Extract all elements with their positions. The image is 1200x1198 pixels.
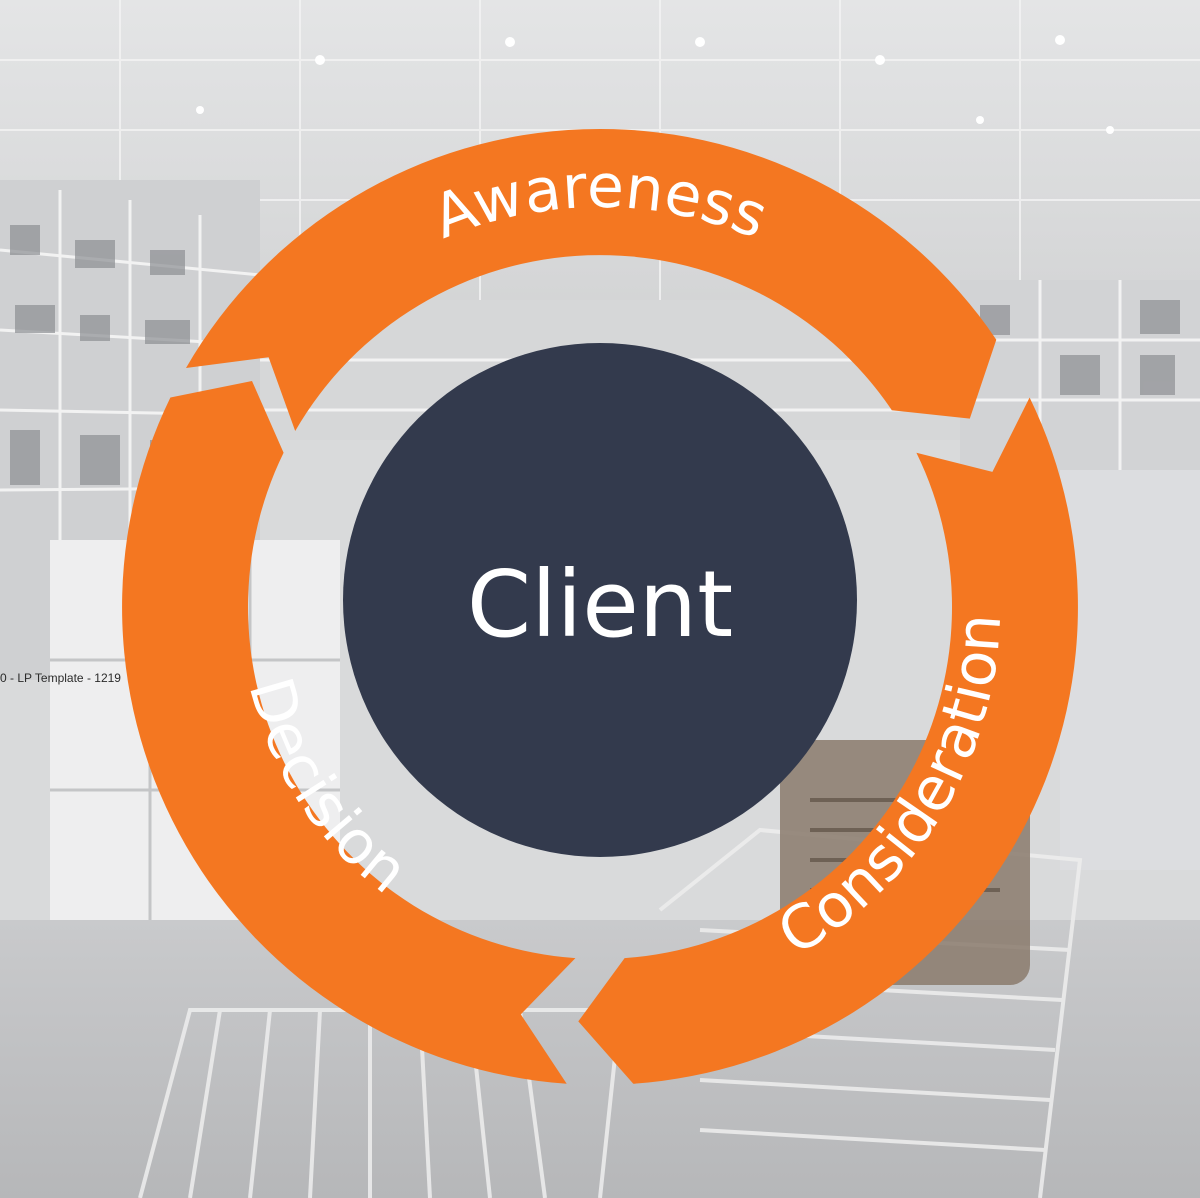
- background-caption-text: 0 - LP Template - 1219: [0, 671, 121, 685]
- consideration-ring-segment: [578, 397, 1078, 1084]
- decision-ring-segment: [122, 381, 576, 1084]
- client-center-label: Client: [467, 551, 733, 658]
- client-center-circle: [343, 343, 857, 857]
- awareness-ring-segment: [186, 128, 997, 431]
